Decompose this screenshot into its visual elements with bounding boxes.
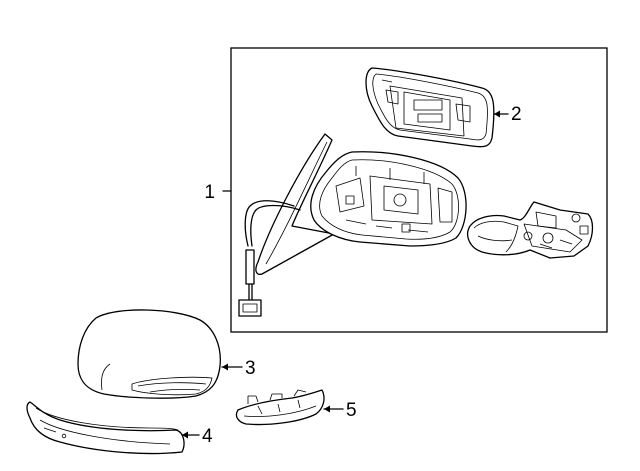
callout-4: 4: [181, 426, 213, 447]
callout-number: 3: [245, 358, 256, 379]
mirror-glass-part: [365, 67, 495, 148]
callout-number: 4: [202, 426, 213, 447]
callout-2: 2: [493, 104, 522, 125]
callout-number: 5: [346, 400, 357, 421]
callout-number: 2: [511, 104, 522, 125]
mirror-actuator-part: [467, 201, 594, 259]
mirror-housing-assembly: [238, 133, 467, 317]
callout-5: 5: [323, 400, 357, 421]
callout-number: 1: [204, 182, 215, 203]
callout-1: 1: [204, 182, 232, 203]
turn-signal-part: [235, 389, 325, 426]
mirror-cover-part: [77, 309, 221, 399]
lower-trim-part: [26, 401, 185, 455]
callout-3: 3: [221, 358, 256, 379]
assembly-frame: [230, 47, 608, 333]
